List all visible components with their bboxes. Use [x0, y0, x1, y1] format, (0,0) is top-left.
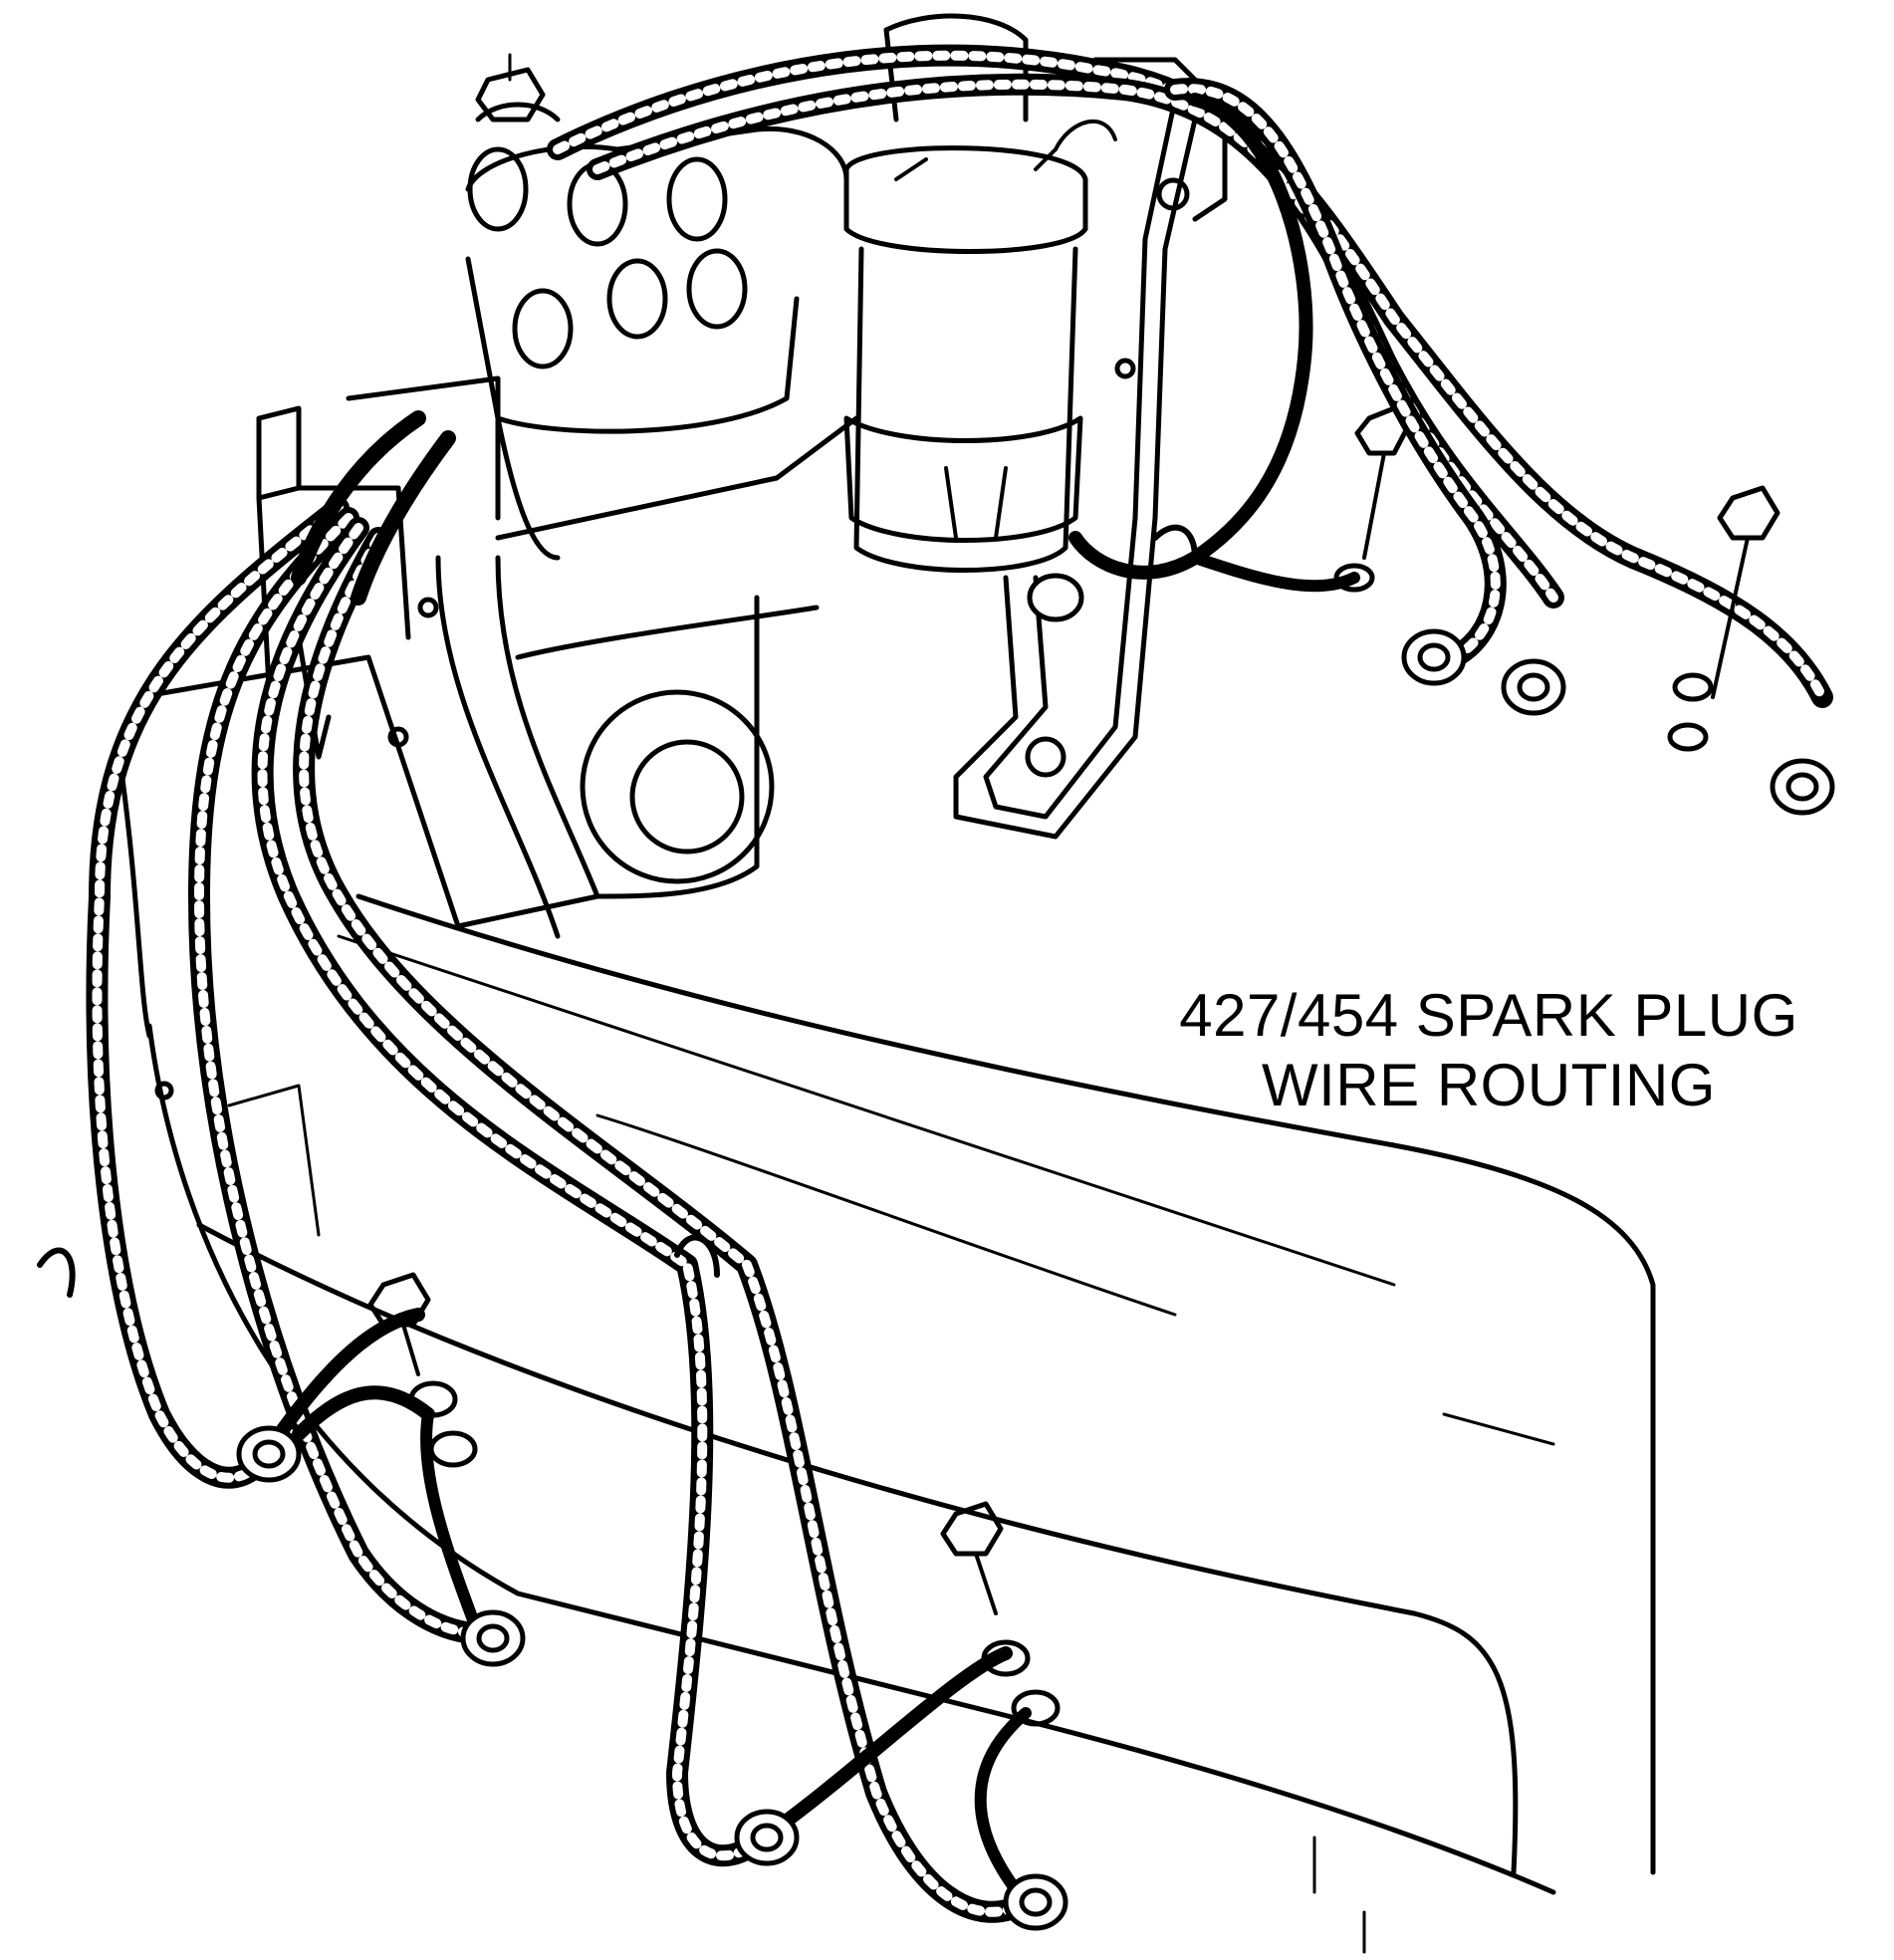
- plug-boot: [1003, 1873, 1068, 1931]
- bolt: [367, 1272, 431, 1376]
- valve-cover: [117, 654, 1656, 1954]
- coil-bracket: [953, 57, 1228, 840]
- caption-line-1: 427/454 SPARK PLUG: [1179, 982, 1798, 1049]
- bolt: [1711, 485, 1780, 699]
- ignition-coil: [843, 13, 1117, 573]
- plug-boot: [1501, 658, 1566, 716]
- plug-boot: [236, 1425, 302, 1483]
- spark-plug-boots: [236, 573, 1835, 1931]
- bolt: [1354, 405, 1409, 560]
- plug-boot: [1027, 573, 1084, 622]
- wire-retainer-bracket: [256, 375, 501, 760]
- bolt: [940, 1501, 1004, 1615]
- retainer-clips: [37, 405, 1780, 1894]
- plug-boot: [460, 1609, 526, 1667]
- plug-boot: [1401, 628, 1467, 686]
- spark-plug-wires: [86, 44, 1833, 1923]
- caption-line-2: WIRE ROUTING: [1262, 1052, 1716, 1118]
- timing-cover: [154, 358, 1136, 1101]
- plug-wire-8: [1068, 93, 1313, 580]
- distributor-cap: [465, 53, 849, 561]
- plug-boot: [734, 1809, 800, 1866]
- diagram-caption: 427/454 SPARK PLUG WIRE ROUTING: [1155, 981, 1822, 1120]
- plug-boot: [1770, 758, 1835, 816]
